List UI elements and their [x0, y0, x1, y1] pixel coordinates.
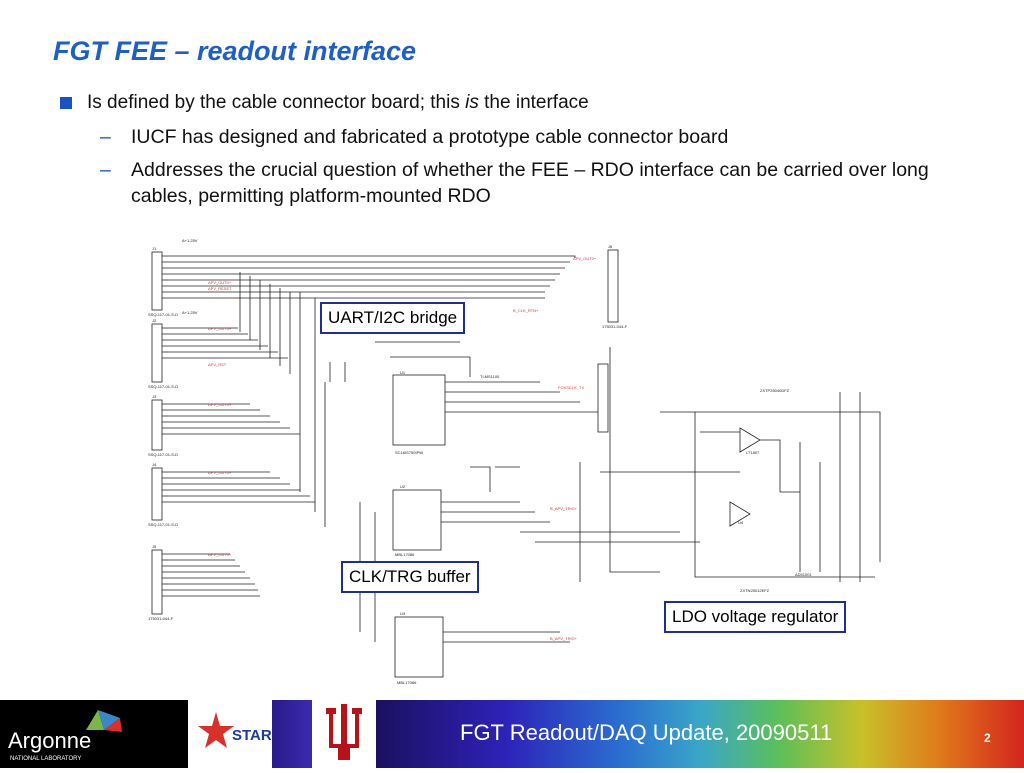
callout-ldo-voltage-regulator: LDO voltage regulator: [664, 601, 847, 633]
ic-label: MBL17086: [397, 680, 417, 685]
ic-label: ZXTN25012EFZ: [740, 588, 770, 593]
square-bullet-icon: [60, 97, 72, 109]
ic-label: U4: [738, 520, 744, 525]
svg-text:Argonne: Argonne: [8, 728, 91, 753]
callout-uart-i2c-bridge: UART/I2C bridge: [320, 302, 466, 334]
net-label: B_APV_TRIG+: [550, 506, 578, 511]
part-label: SSQ-117-01-S-D: [148, 452, 178, 457]
bullet-1-text: Is defined by the cable connector board;…: [87, 92, 589, 113]
net-label: A+1.25V: [182, 310, 198, 315]
page-number: 2: [984, 731, 991, 745]
callout-clk-trg-buffer: CLK/TRG buffer: [341, 561, 479, 593]
dash-bullet-icon: –: [100, 126, 111, 148]
part-label: SSQ-117-01-S-D: [148, 312, 178, 317]
argonne-logo: Argonne NATIONAL LABORATORY: [0, 700, 188, 768]
connector-label: J2: [152, 318, 157, 323]
net-label: APV_RESET: [208, 286, 232, 291]
connector-label: J1: [152, 246, 157, 251]
schematic-diagram: APV_OUT0+ APV_RESET APV_OUT0+ APV_RST AP…: [148, 238, 881, 685]
color-strip: [272, 700, 312, 768]
footer-bar: Argonne NATIONAL LABORATORY STAR: [0, 700, 1024, 768]
connector-label: J5: [152, 544, 157, 549]
connector-label: J6: [608, 244, 613, 249]
net-label: APV_OUT0+: [208, 552, 232, 557]
part-label: SSQ-117-01-S-D: [148, 522, 178, 527]
ic-label: TLMS1100: [480, 374, 500, 379]
ic-label: MBL17086: [395, 552, 415, 557]
ic-label: AD51001: [795, 572, 812, 577]
part-label: 175031-044-F: [602, 324, 628, 329]
ic-label: U1: [400, 370, 406, 375]
part-label: SSQ-117-01-S-D: [148, 384, 178, 389]
net-label: B_APV_TRIG+: [550, 636, 578, 641]
sub-bullet-1: – IUCF has designed and fabricated a pro…: [100, 124, 728, 150]
net-label: APV_OUT0+: [208, 470, 232, 475]
rainbow-banner: [376, 700, 1024, 768]
net-label: APV_OUT0+: [208, 280, 232, 285]
iu-logo: [312, 700, 376, 768]
net-label: FOXSCLK_TX: [558, 385, 584, 390]
ic-label: U3: [400, 611, 406, 616]
sub-bullet-2: – Addresses the crucial question of whet…: [100, 157, 929, 207]
sub-bullet-1-text: IUCF has designed and fabricated a proto…: [131, 126, 729, 148]
connector-label: J3: [152, 394, 157, 399]
net-label: A+1.25V: [182, 238, 198, 243]
footer-text: FGT Readout/DAQ Update, 20090511: [460, 720, 833, 745]
ic-label: ZXTP25040DFZ: [760, 388, 790, 393]
star-logo: STAR: [188, 700, 272, 768]
ic-label: SC16IS750IPW: [395, 450, 423, 455]
net-label: APV_OUT0+: [573, 256, 597, 261]
sub-bullet-2-text: Addresses the crucial question of whethe…: [131, 159, 929, 207]
net-label: APV_RST: [208, 362, 227, 367]
svg-text:NATIONAL LABORATORY: NATIONAL LABORATORY: [10, 756, 81, 762]
svg-text:STAR: STAR: [232, 727, 272, 744]
ic-label: LT1807: [746, 450, 760, 455]
net-label: APV_OUT0+: [208, 326, 232, 331]
net-label: B_CLK_RTN+: [513, 308, 539, 313]
slide-title: FGT FEE – readout interface: [53, 36, 417, 66]
connector-label: J4: [152, 462, 157, 467]
part-label: 175031-044-F: [148, 616, 174, 621]
bullet-item-1: Is defined by the cable connector board;…: [60, 92, 589, 114]
net-label: APV_OUT0+: [208, 402, 232, 407]
ic-label: U2: [400, 484, 406, 489]
dash-bullet-icon: –: [100, 159, 111, 181]
